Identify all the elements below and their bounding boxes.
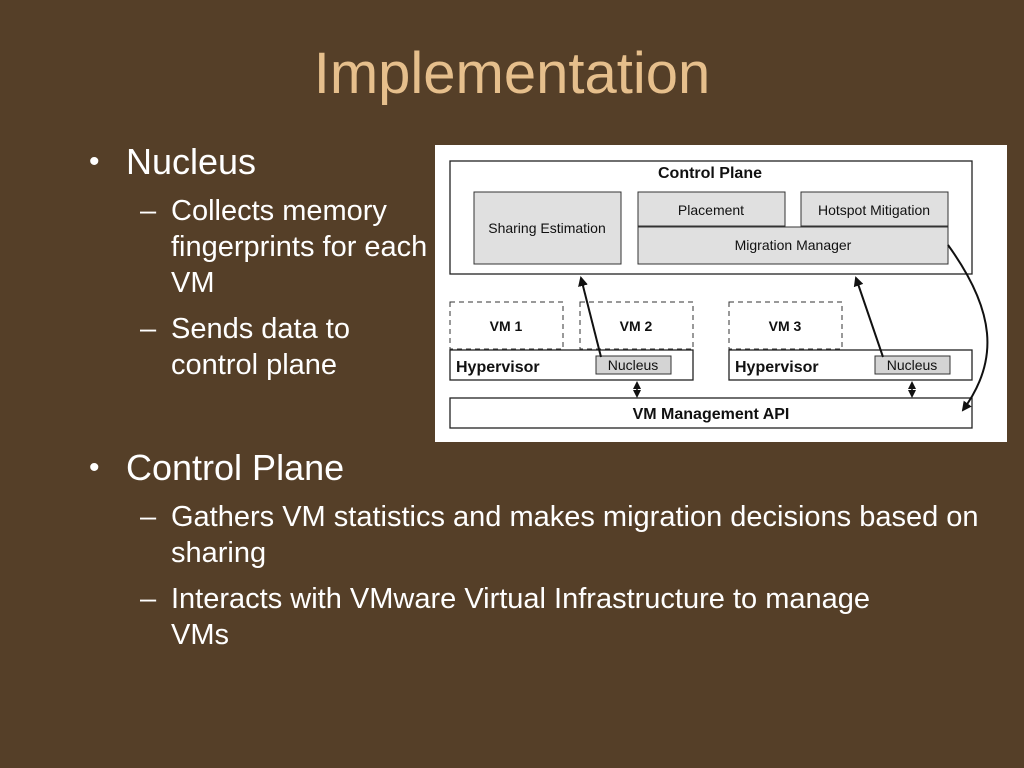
arrow-nucleus-to-control-plane [853,276,884,358]
placement-box [637,191,786,227]
bullet-nucleus: • Nucleus [89,141,257,182]
nucleus-left-label: Nucleus [608,357,659,373]
vm1-label: VM 1 [490,318,523,334]
arrow-migration-manager-to-api [947,244,989,412]
placement-label: Placement [678,202,744,218]
subitem-sends-data-text: Sends data to control plane [171,313,350,381]
subitem-collects-memory-text: Collects memory fingerprints for each VM [171,195,428,299]
vm-management-api-label: VM Management API [633,406,790,423]
migration-manager-label: Migration Manager [735,237,852,253]
bullet-marker: • [89,451,100,484]
subitem-interacts-vmware-text: Interacts with VMware Virtual Infrastruc… [171,583,870,651]
subitem-sends-data: – Sends data to control plane [140,311,426,383]
architecture-diagram: Control Plane Sharing Estimation Placeme… [435,145,1007,442]
dash-marker: – [140,583,157,615]
subitem-gathers-statistics: – Gathers VM statistics and makes migrat… [140,499,986,571]
dash-marker: – [140,313,157,345]
hypervisor-right-label: Hypervisor [735,359,819,376]
architecture-diagram-svg: Control Plane Sharing Estimation Placeme… [449,160,989,429]
vm2-box [579,301,694,350]
vm2-label: VM 2 [620,318,653,334]
vm1-box [449,301,564,350]
slide-title: Implementation [313,41,711,106]
sharing-estimation-label: Sharing Estimation [488,220,606,236]
vm-management-api-box [449,397,973,429]
bullet-nucleus-label: Nucleus [126,141,257,182]
dash-marker: – [140,195,157,227]
hypervisor-left-label: Hypervisor [456,359,540,376]
nucleus-right-label: Nucleus [887,357,938,373]
control-plane-label: Control Plane [658,165,762,182]
bullet-control-plane: • Control Plane [89,447,345,488]
subitem-collects-memory: – Collects memory fingerprints for each … [140,193,436,301]
sharing-estimation-box [473,191,622,265]
subitem-interacts-vmware: – Interacts with VMware Virtual Infrastr… [140,581,931,653]
vm3-box [728,301,843,350]
nucleus-left-box [595,355,672,375]
dash-marker: – [140,501,157,533]
bullet-control-plane-label: Control Plane [126,447,345,488]
hotspot-mitigation-label: Hotspot Mitigation [818,202,930,218]
bullet-marker: • [89,145,100,178]
arrow-nucleus-to-sharing-estimation [578,276,602,358]
nucleus-right-box [874,355,951,375]
hotspot-mitigation-box [800,191,949,227]
subitem-gathers-statistics-text: Gathers VM statistics and makes migratio… [171,501,979,569]
vm3-label: VM 3 [769,318,802,334]
migration-manager-box [637,226,949,265]
